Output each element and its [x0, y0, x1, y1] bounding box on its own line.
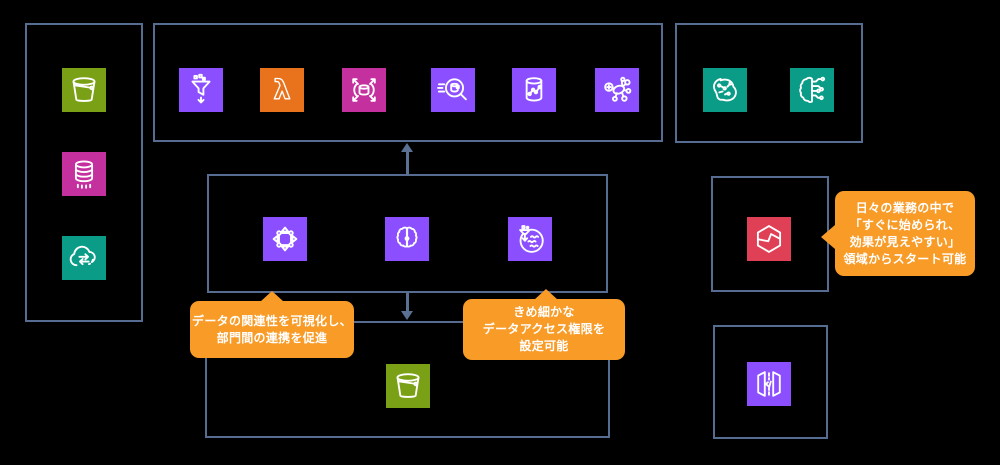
callout-line: データアクセス権限を — [482, 322, 606, 336]
callout-line: データの関連性を可視化し、 — [192, 313, 352, 328]
database-migration-icon — [342, 68, 386, 112]
analytics-database-icon — [512, 68, 556, 112]
s3-bucket-icon — [62, 68, 106, 112]
callout-line: 効果が見えやすい」 — [849, 234, 961, 249]
data-sources-box — [25, 23, 143, 322]
quick-hexagon-icon — [747, 217, 791, 261]
connector-down-line — [406, 293, 409, 312]
callout-data-visibility: データの関連性を可視化し、 部門間の連携を促進 — [190, 291, 354, 358]
callout-line: きめ細かな — [513, 305, 575, 319]
s3-bucket-icon — [386, 364, 430, 408]
database-icon — [62, 152, 106, 196]
athena-search-icon — [431, 68, 475, 112]
api-gateway-icon — [747, 362, 791, 406]
callout-line: 部門間の連携を促進 — [216, 330, 328, 345]
data-firehose-funnel-icon — [179, 68, 223, 112]
data-processing-box — [153, 23, 663, 142]
lake-formation-icon — [508, 217, 552, 261]
ml-brain-circuit-icon — [790, 68, 834, 112]
brain-catalog-icon — [385, 217, 429, 261]
callout-tail-icon — [821, 225, 835, 249]
connector-up-line — [406, 151, 409, 176]
cloud-data-transfer-icon — [62, 236, 106, 280]
callout-access-control: きめ細かな データアクセス権限を 設定可能 — [463, 289, 625, 360]
callout-line: 領域からスタート可能 — [843, 251, 967, 266]
bedrock-ai-icon — [703, 68, 747, 112]
callout-line: 日々の業務の中で — [855, 200, 955, 215]
graph-network-icon — [595, 68, 639, 112]
callout-line: 「すぐに始められ、 — [849, 217, 961, 232]
datazone-icon — [263, 217, 307, 261]
ai-ml-box — [675, 23, 863, 143]
arrow-down-icon — [401, 311, 413, 320]
arrow-up-icon — [401, 143, 413, 152]
callout-tail-icon — [260, 291, 284, 302]
storage-box — [205, 321, 610, 438]
callout-quick-start: 日々の業務の中で 「すぐに始められ、 効果が見えやすい」 領域からスタート可能 — [821, 191, 975, 276]
callout-tail-icon — [534, 289, 558, 300]
callout-line: 設定可能 — [519, 339, 569, 353]
api-box — [713, 325, 828, 439]
lambda-icon — [260, 68, 304, 112]
